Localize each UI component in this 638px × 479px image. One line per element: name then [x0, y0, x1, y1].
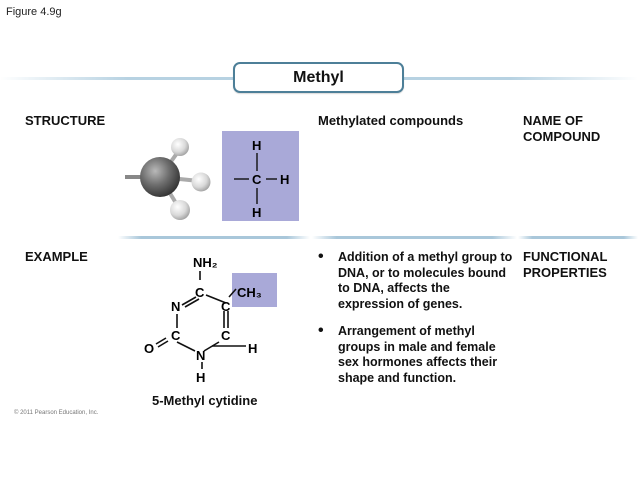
- formula-c: C: [252, 172, 262, 187]
- ring-n-left: N: [171, 299, 180, 314]
- bullet-icon: •: [318, 248, 324, 265]
- name-of-compound-line2: COMPOUND: [523, 129, 601, 144]
- example-label: EXAMPLE: [25, 249, 88, 264]
- separator-middle: [312, 236, 517, 239]
- oxygen-label: O: [144, 341, 154, 356]
- property-text: Arrangement of methyl groups in male and…: [338, 324, 498, 385]
- hydrogen-atom: [170, 200, 190, 220]
- list-item: • Arrangement of methyl groups in male a…: [318, 322, 518, 386]
- carbon-atom: [140, 157, 180, 197]
- name-of-compound-line1: NAME OF: [523, 113, 583, 128]
- ring-n-bottom: N: [196, 348, 205, 363]
- structure-highlight-box: [222, 131, 299, 221]
- methyl-3d-model: [125, 138, 211, 220]
- list-item: • Addition of a methyl group to DNA, or …: [318, 248, 518, 312]
- ring-c-left: C: [171, 328, 181, 343]
- separator-left: [118, 236, 310, 239]
- methylated-compounds-label: Methylated compounds: [318, 113, 464, 128]
- ring-c-top: C: [195, 285, 205, 300]
- formula-h-bottom: H: [252, 205, 261, 220]
- bullet-icon: •: [318, 322, 324, 339]
- functional-line2: PROPERTIES: [523, 265, 607, 280]
- structural-formula: H C H H: [234, 138, 289, 220]
- ring-c-right: C: [221, 299, 231, 314]
- nh2-label: NH₂: [193, 255, 218, 270]
- hydrogen-atom: [171, 138, 189, 156]
- h-bottom-label: H: [196, 370, 205, 385]
- page-title: Methyl: [233, 62, 404, 93]
- molecule-caption: 5-Methyl cytidine: [152, 393, 258, 408]
- name-of-compound-label: NAME OF COMPOUND: [523, 113, 600, 145]
- h-right-label: H: [248, 341, 257, 356]
- methyl-highlight-box: [232, 273, 277, 307]
- functional-properties-label: FUNCTIONAL PROPERTIES: [523, 249, 608, 281]
- figure-label: Figure 4.9g: [6, 6, 62, 18]
- property-text: Addition of a methyl group to DNA, or to…: [338, 250, 513, 311]
- formula-h-right: H: [280, 172, 289, 187]
- ring-c-right-low: C: [221, 328, 231, 343]
- functional-line1: FUNCTIONAL: [523, 249, 608, 264]
- copyright: © 2011 Pearson Education, Inc.: [14, 410, 99, 416]
- formula-h-top: H: [252, 138, 261, 153]
- separator-right: [518, 236, 638, 239]
- hydrogen-atom: [191, 172, 211, 192]
- structure-label: STRUCTURE: [25, 113, 106, 128]
- properties-list: • Addition of a methyl group to DNA, or …: [318, 248, 518, 398]
- methyl-cytidine-structure: NH₂ C CH₃ N C C C O N H H: [144, 255, 262, 385]
- ch3-label: CH₃: [237, 285, 262, 300]
